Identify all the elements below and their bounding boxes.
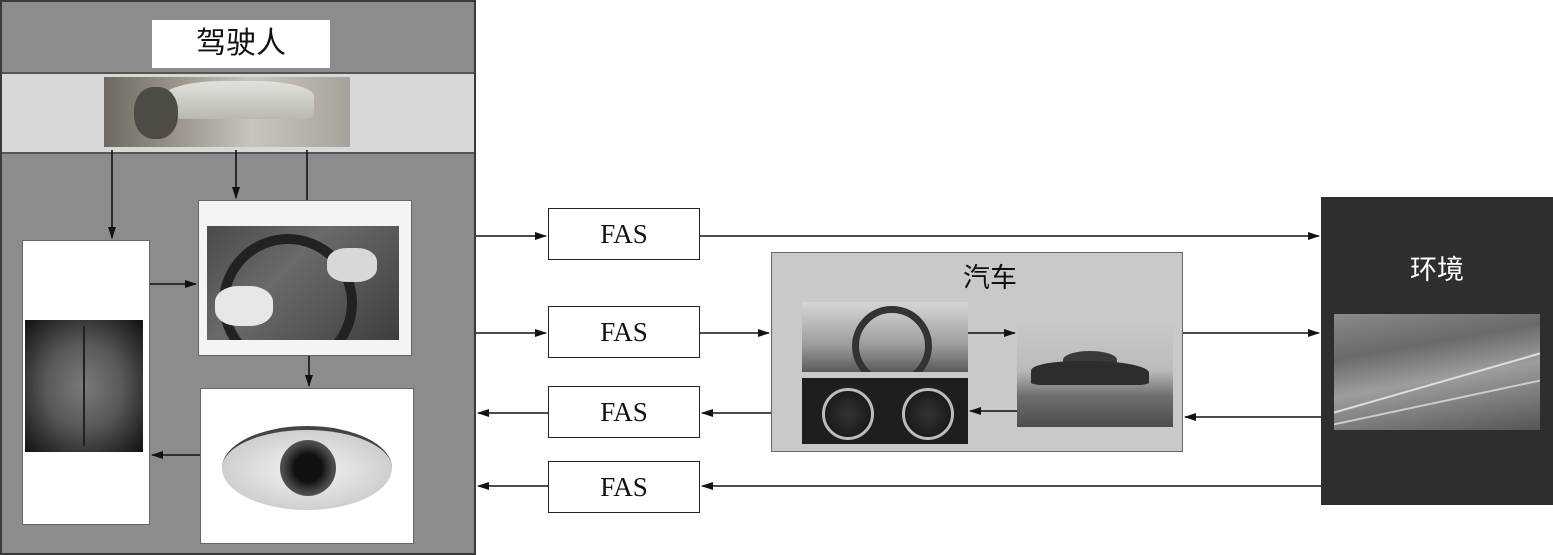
hands-on-wheel-image: [207, 226, 399, 340]
steering-wheel: [219, 234, 357, 340]
brain-fissure: [83, 326, 85, 446]
gauges-image: [802, 378, 968, 444]
speedometer-gauge: [822, 388, 874, 440]
highway-image: [1334, 314, 1540, 430]
car-body: [1031, 361, 1149, 385]
car-image: [1017, 323, 1173, 427]
right-hand: [327, 248, 377, 282]
dashboard-image: [802, 302, 968, 372]
driver-head: [134, 87, 178, 139]
fas-box-2: FAS: [548, 306, 700, 358]
brain-image: [25, 320, 143, 452]
eye-iris: [280, 440, 336, 496]
fas-box-4: FAS: [548, 461, 700, 513]
driver-photo: [104, 77, 350, 147]
fas-box-1: FAS: [548, 208, 700, 260]
car-title: 汽车: [963, 263, 1017, 293]
car-window: [164, 81, 314, 119]
driver-title: 驾驶人: [152, 20, 330, 68]
steering-wheel-small: [852, 306, 932, 372]
fas-box-3: FAS: [548, 386, 700, 438]
tachometer-gauge: [902, 388, 954, 440]
eye-image: [210, 402, 406, 522]
left-hand: [215, 286, 273, 326]
environment-title: 环境: [1410, 255, 1464, 285]
